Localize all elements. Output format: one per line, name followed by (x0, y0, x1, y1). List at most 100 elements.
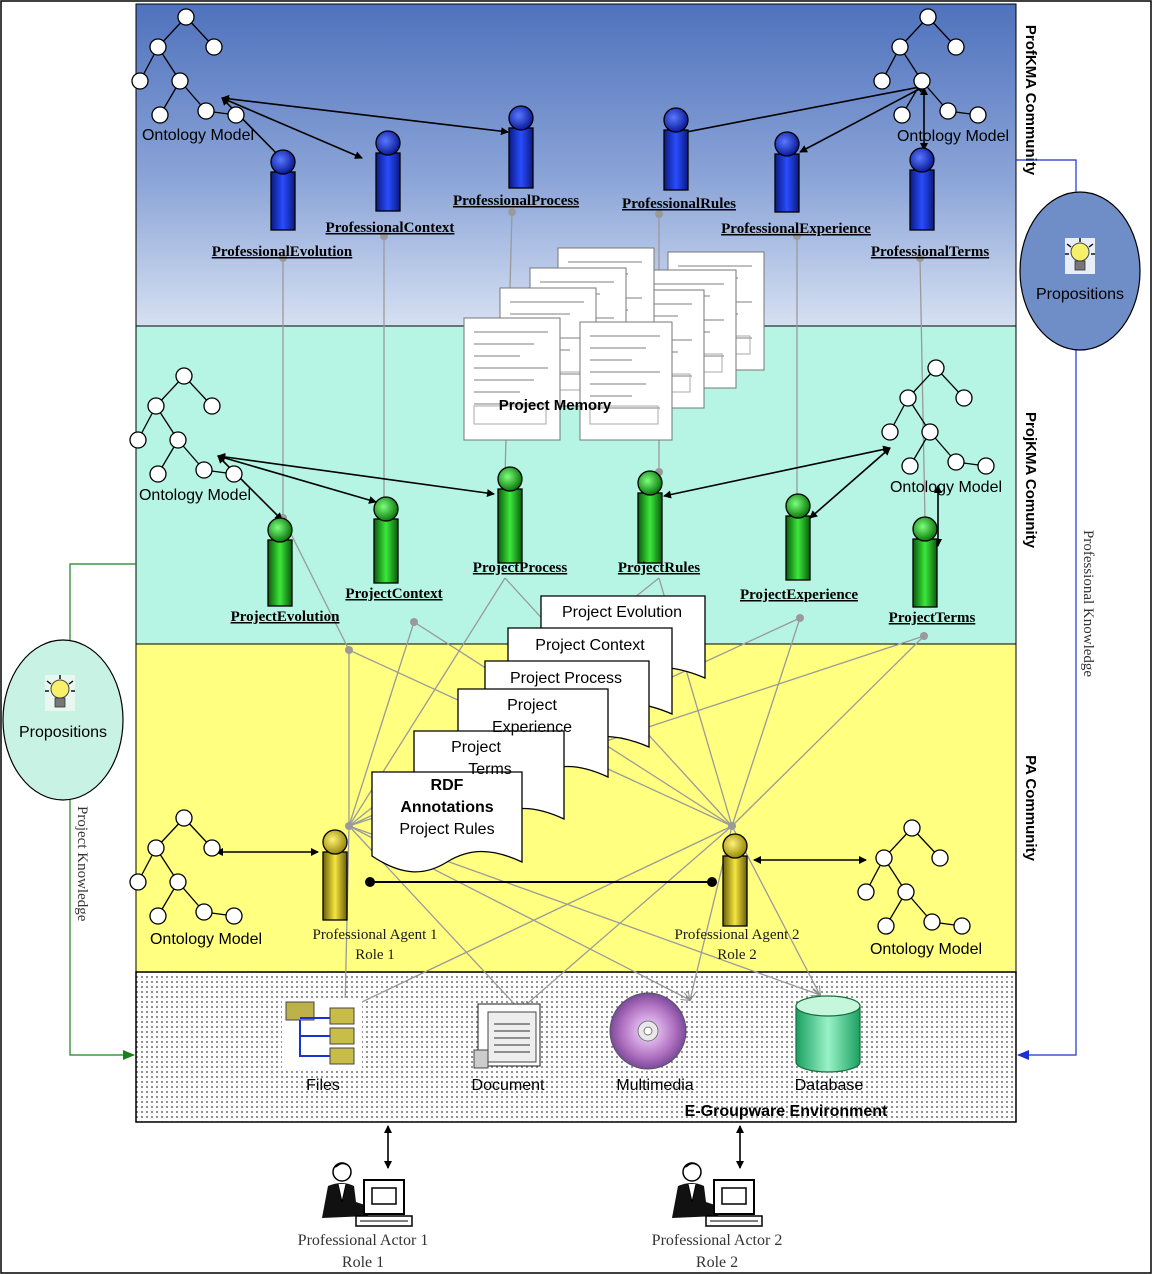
annotation-document-stack (371, 595, 706, 873)
tree-pa-right-node (875, 849, 893, 867)
tree-prof-right (873, 8, 987, 124)
project-knowledge-label: Project Knowledge (74, 806, 90, 922)
agent-link-end-2 (707, 877, 717, 887)
ontology-arrow (809, 447, 891, 519)
proj-evolution-label: ProjectEvolution (231, 609, 341, 625)
tree-prof-left (131, 8, 245, 124)
ontology-label-pa-right: Ontology Model (870, 941, 982, 958)
doc-terms-text-1: Project (451, 739, 501, 756)
actors (322, 1162, 763, 1227)
doc-rdf-rules (371, 771, 523, 873)
propositions-right-label: Propositions (1036, 286, 1124, 303)
knowledge-link-line (731, 825, 820, 995)
project-memory (463, 247, 765, 441)
tree-prof-left-node (149, 38, 167, 56)
project-memory-label: Project Memory (499, 397, 612, 414)
tree-pa-right-node (931, 849, 949, 867)
tree-prof-left-node (197, 102, 215, 120)
tree-prof-right-node (913, 72, 931, 90)
ontology-label-proj-left: Ontology Model (139, 487, 251, 504)
tree-pa-right-node (903, 819, 921, 837)
ontology-label-proj-right: Ontology Model (890, 479, 1002, 496)
ontology-relations (215, 83, 942, 1169)
tree-pa-left-node (129, 873, 147, 891)
doc-process-text: Project Process (510, 670, 622, 687)
agents (267, 105, 938, 927)
doc-rdf-text-2: Annotations (400, 799, 493, 816)
tree-proj-left-node (169, 431, 187, 449)
memory-page (463, 317, 561, 441)
tree-proj-right-node (901, 457, 919, 475)
tree-proj-left-node (225, 465, 243, 483)
doc-context-text: Project Context (535, 637, 645, 654)
tree-pa-right-node (953, 917, 971, 935)
proj-knowledge-link-top (69, 563, 136, 640)
light-bulb-icon (1065, 238, 1095, 274)
knowledge-link-line (345, 825, 733, 1010)
link-dot (345, 646, 353, 654)
link-dot (728, 822, 736, 830)
document-icon (473, 1003, 541, 1069)
tree-proj-left-node (175, 367, 193, 385)
doc-rules-text: Project Rules (399, 821, 494, 838)
environment-title: E-Groupware Environment (685, 1103, 888, 1120)
prof-knowledge-link-top (1016, 159, 1077, 192)
actor2-role: Role 2 (696, 1254, 738, 1271)
proj-rules-agent (637, 470, 663, 564)
pa-agent-2 (722, 833, 748, 927)
link-dot (279, 254, 287, 262)
knowledge-link-line (520, 825, 733, 1010)
proj-knowledge-link (69, 800, 135, 1060)
doc-terms-text-2: Terms (468, 761, 512, 778)
prof-knowledge-link (1017, 350, 1077, 1060)
proj-terms-agent (912, 516, 938, 608)
propositions-left: Propositions (2, 639, 124, 801)
proj-process-agent (497, 466, 523, 564)
knowledge-link-line (919, 257, 926, 521)
multimedia-label: Multimedia (616, 1077, 693, 1094)
ontology-label-prof-left: Ontology Model (142, 127, 254, 144)
tree-prof-right-node (969, 106, 987, 124)
tree-proj-right (881, 359, 995, 475)
database-icon (795, 995, 861, 1073)
actor2-name: Professional Actor 2 (652, 1232, 783, 1249)
tree-prof-left-node (205, 38, 223, 56)
tree-prof-right-node (919, 8, 937, 26)
link-dot (345, 822, 353, 830)
tree-proj-right-node (927, 359, 945, 377)
actor-1-icon (322, 1162, 413, 1227)
link-dot (793, 232, 801, 240)
proj-experience-label: ProjectExperience (740, 587, 858, 603)
database-label: Database (795, 1077, 864, 1094)
actor1-role: Role 1 (342, 1254, 384, 1271)
light-bulb-icon (45, 675, 75, 711)
tree-prof-right-node (939, 102, 957, 120)
ontology-arrow (221, 94, 509, 136)
proj-process-label: ProjectProcess (473, 560, 568, 576)
proj-context-label: ProjectContext (345, 586, 442, 602)
tree-pa-left (129, 809, 243, 925)
proj-terms-label: ProjectTerms (889, 610, 976, 626)
agent-link-end-1 (365, 877, 375, 887)
tree-prof-left-node (131, 72, 149, 90)
tree-proj-right-node (881, 423, 899, 441)
prof-rules-label: ProfessionalRules (622, 196, 736, 212)
link-dot (916, 254, 924, 262)
tree-prof-left-node (151, 106, 169, 124)
files-label: Files (306, 1077, 340, 1094)
link-dot (380, 232, 388, 240)
tree-pa-left-node (149, 907, 167, 925)
prof-experience-label: ProfessionalExperience (721, 221, 871, 237)
tree-proj-right-node (947, 453, 965, 471)
ontology-arrow (799, 85, 926, 153)
ontology-label-prof-right: Ontology Model (897, 128, 1009, 145)
tree-pa-left-node (175, 809, 193, 827)
link-dot (508, 208, 516, 216)
tree-proj-left-node (195, 461, 213, 479)
tree-pa-left-node (203, 839, 221, 857)
tree-pa-left-node (225, 907, 243, 925)
tree-proj-left (129, 367, 243, 483)
doc-experience-text-1: Project (507, 697, 557, 714)
tree-prof-left-node (227, 106, 245, 124)
